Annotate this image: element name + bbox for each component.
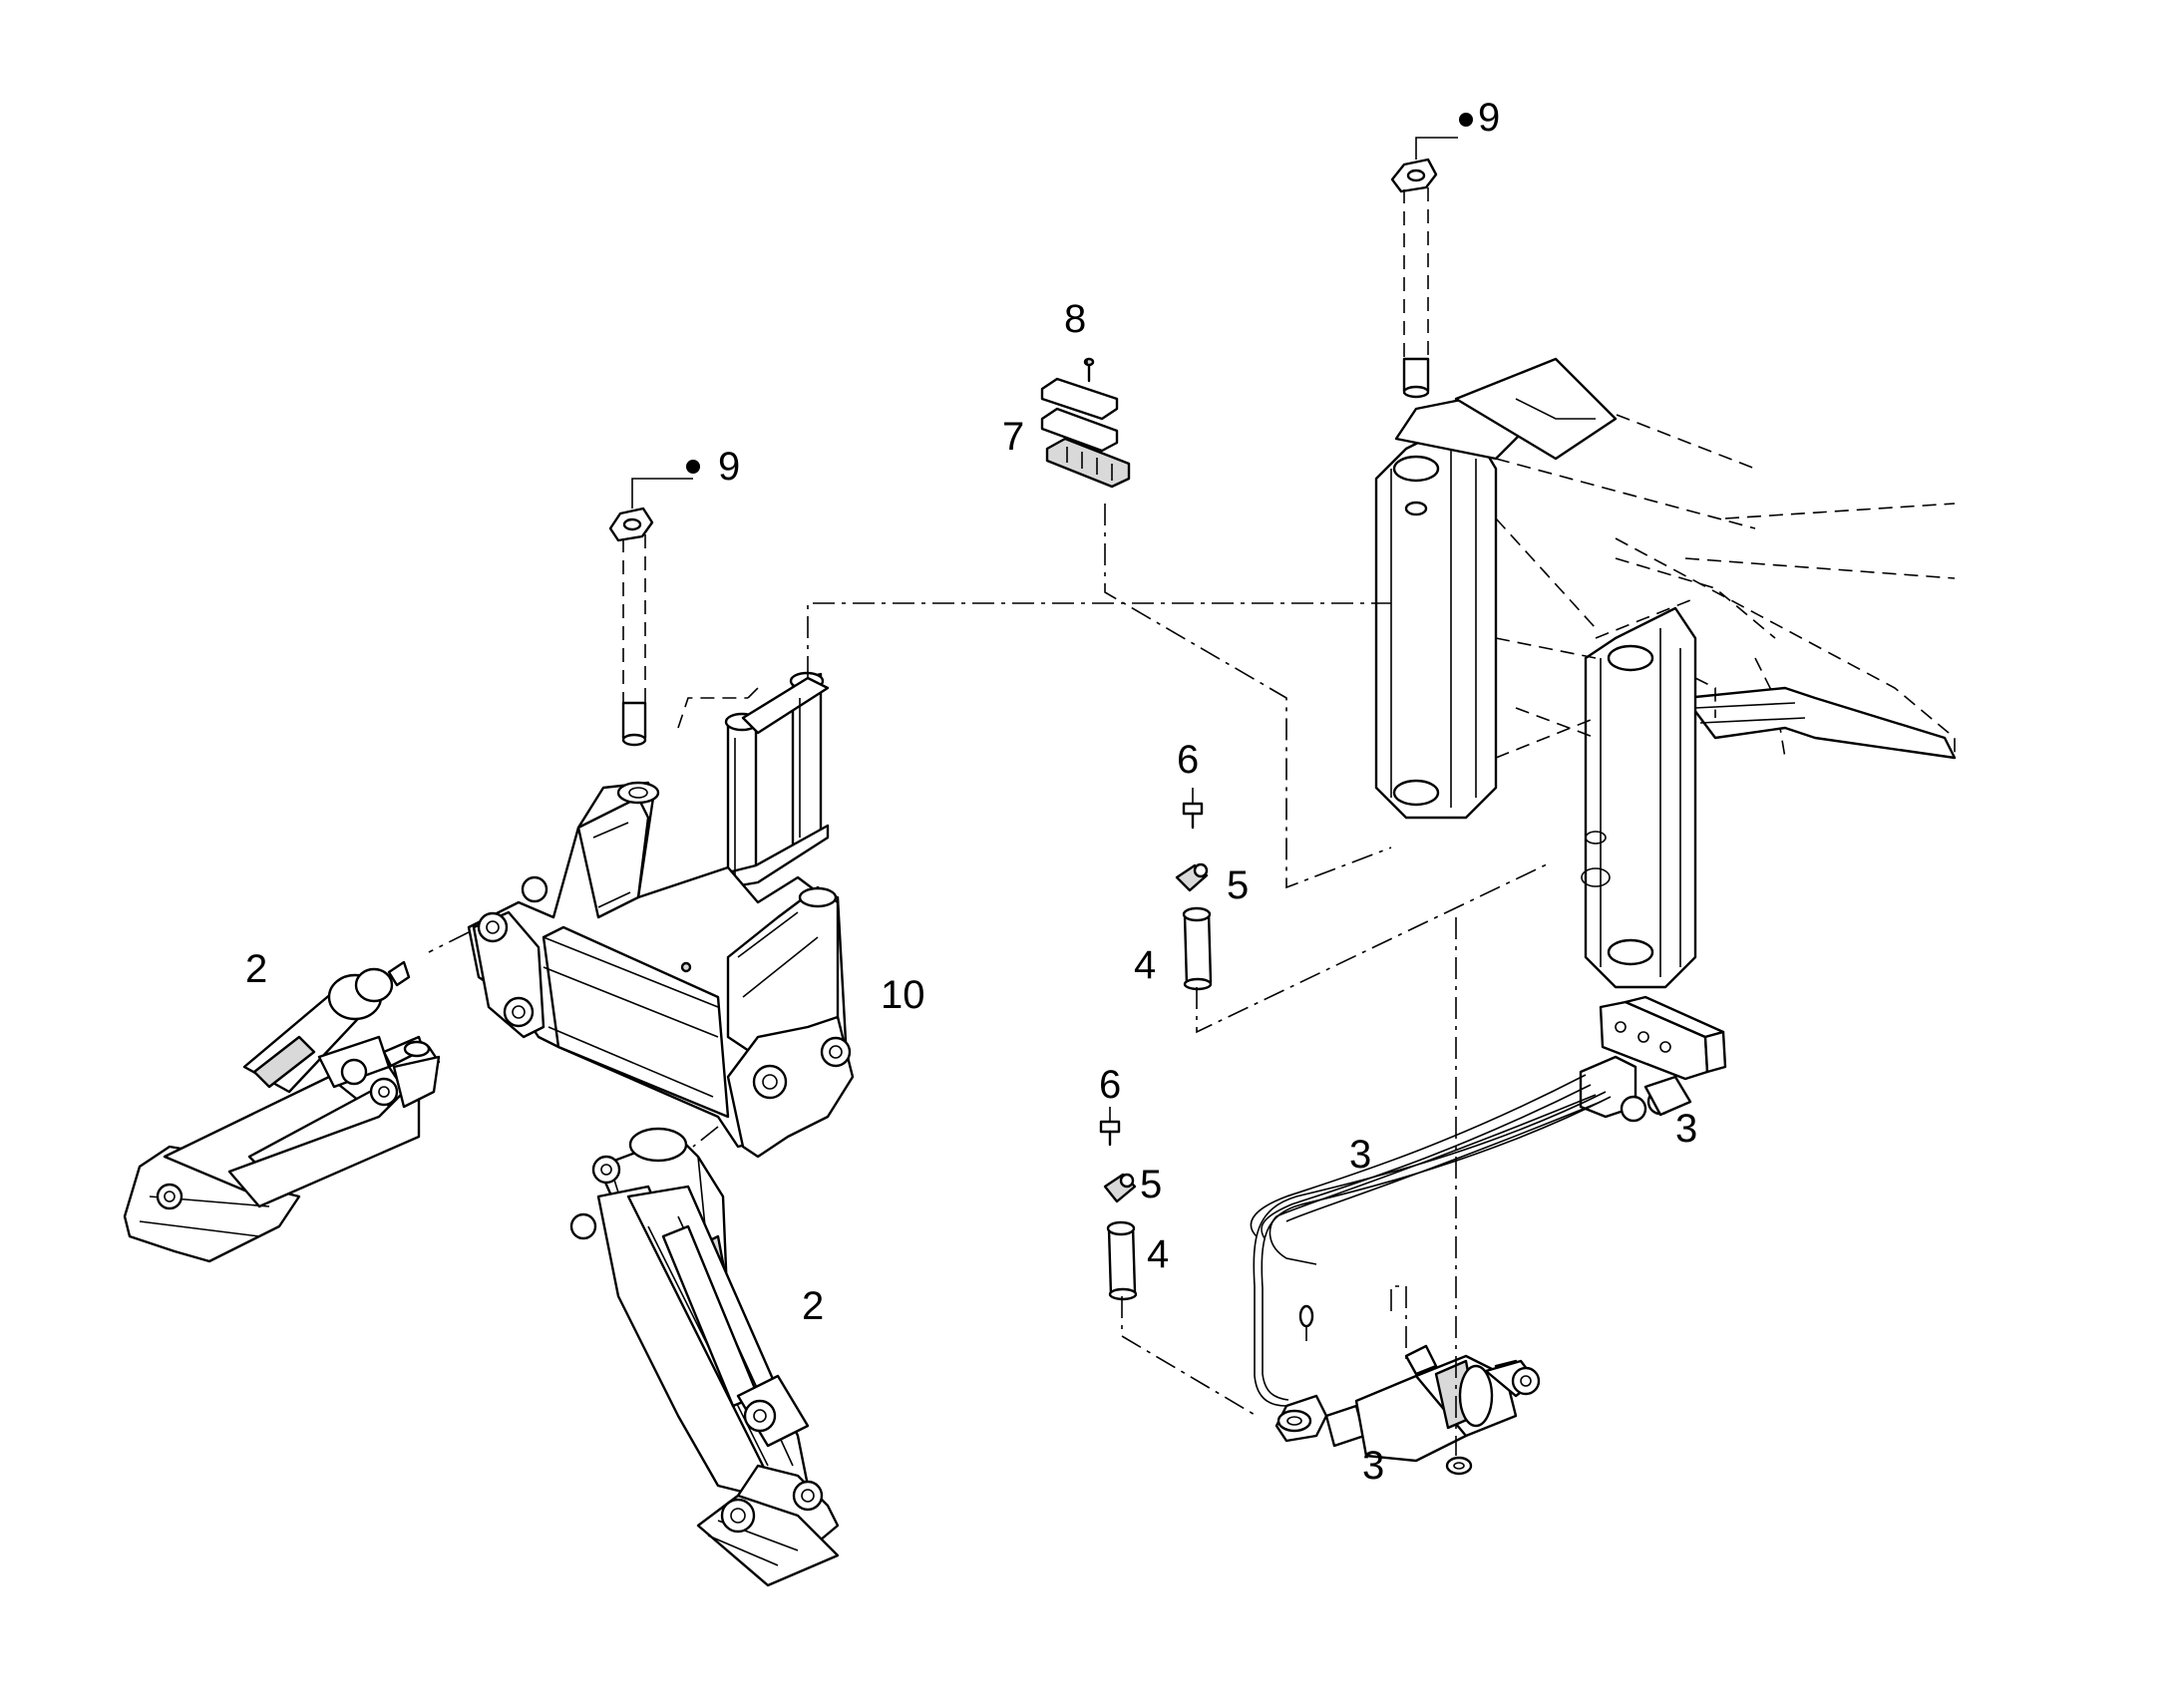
- chassis-frame: [1374, 357, 1957, 989]
- callout-2-left: 2: [245, 947, 268, 991]
- leader-lines: [631, 113, 1473, 1122]
- callout-9-right: 9: [1478, 96, 1501, 140]
- callout-3-hose: 3: [1349, 1133, 1372, 1177]
- pin-9-left: [608, 507, 654, 747]
- callout-5-lower: 5: [1140, 1163, 1163, 1206]
- outrigger-leg-2-left: [123, 960, 441, 1263]
- callout-5-upper: 5: [1227, 863, 1250, 907]
- callout-9-left: 9: [718, 445, 741, 489]
- callout-3-cylinder: 3: [1362, 1444, 1385, 1488]
- callout-6-lower: 6: [1099, 1063, 1122, 1107]
- callout-10: 10: [881, 973, 925, 1017]
- callout-6-upper: 6: [1177, 738, 1200, 782]
- callout-2-center: 2: [802, 1284, 825, 1328]
- callout-4-upper: 4: [1134, 943, 1157, 987]
- pin-9-right: [1390, 158, 1438, 399]
- assembly-lines: [428, 504, 1552, 1456]
- callout-7: 7: [1002, 415, 1025, 459]
- hydraulic-assembly-3: [1250, 995, 1727, 1476]
- bushing-set-upper: [1175, 802, 1213, 991]
- callout-4-lower: 4: [1147, 1232, 1170, 1276]
- outrigger-leg-2-center: [569, 1127, 840, 1587]
- callout-3-valve: 3: [1675, 1107, 1698, 1151]
- callout-8: 8: [1064, 297, 1087, 341]
- bushing-set-lower: [1099, 1120, 1138, 1301]
- clamp-parts-7-8: [1040, 357, 1131, 489]
- bracket-10: [467, 671, 855, 1159]
